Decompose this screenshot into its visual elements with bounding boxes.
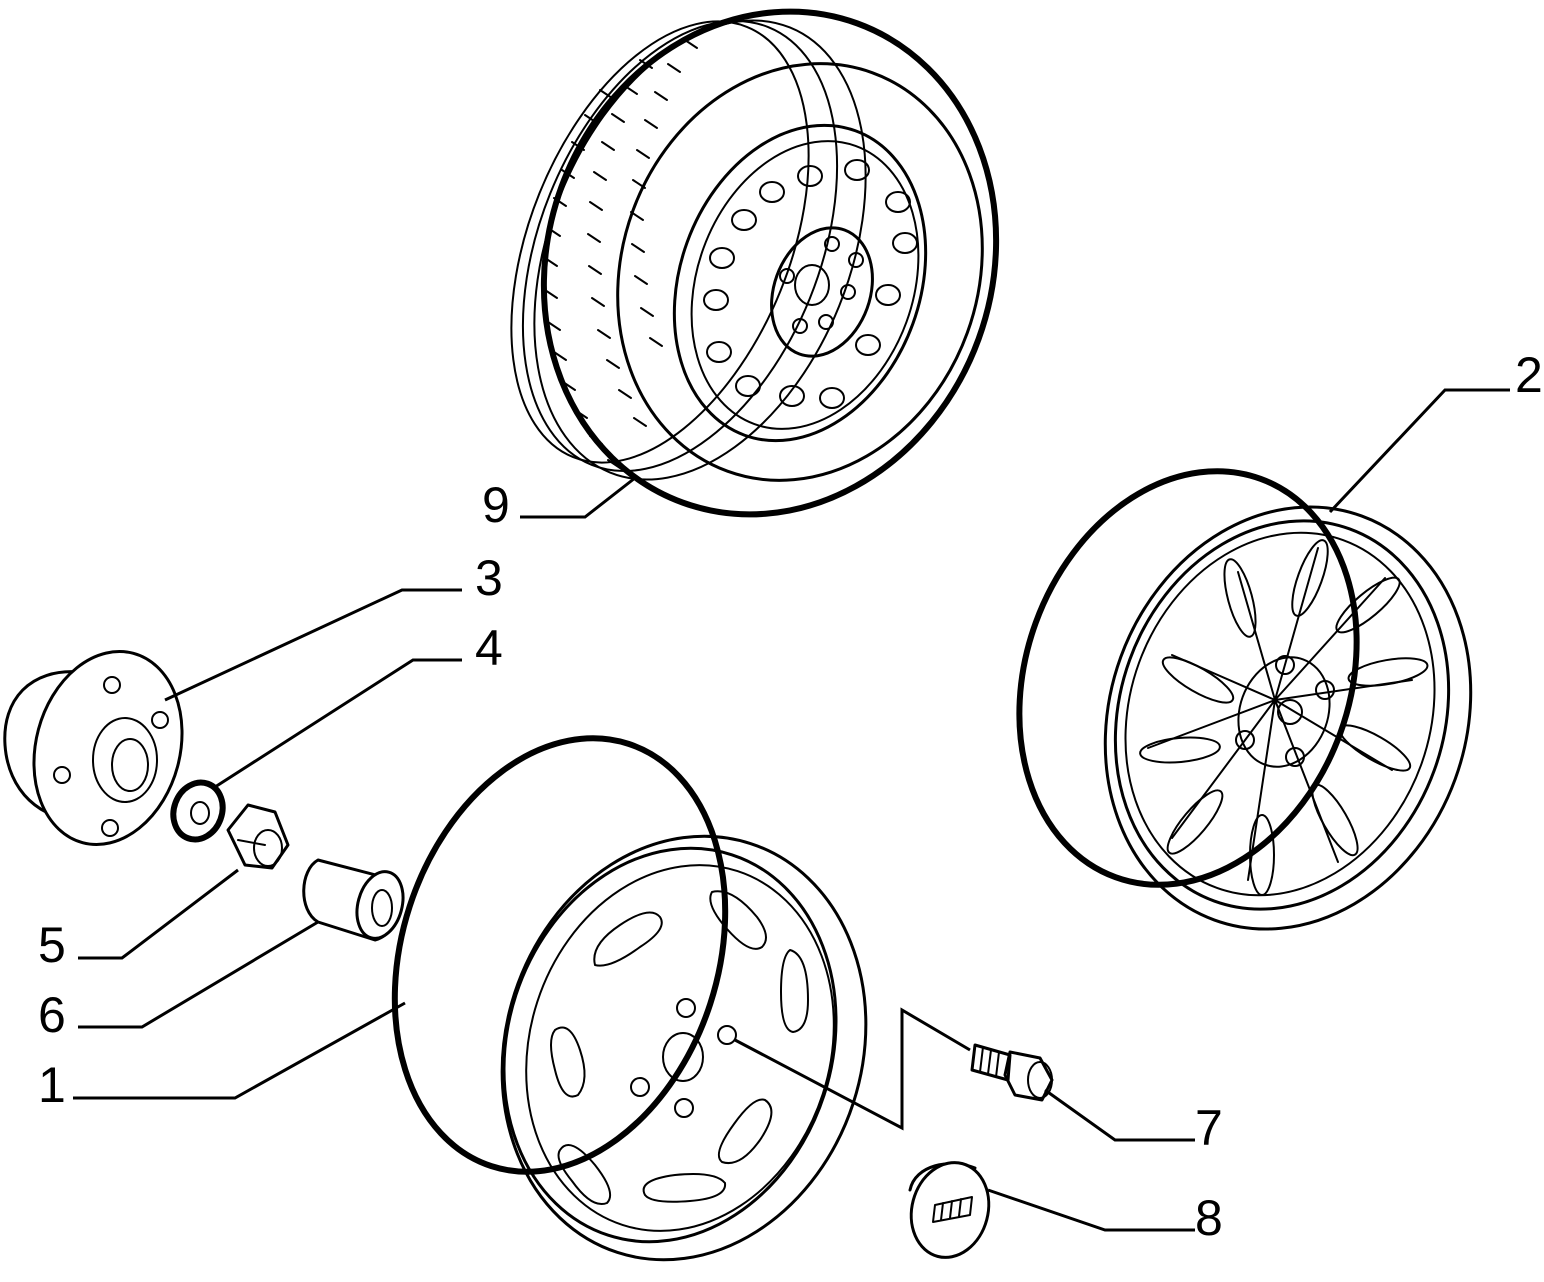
callout-3: 3: [475, 550, 503, 606]
part-7-wheel-bolt: [970, 1043, 1054, 1102]
callout-1: 1: [38, 1057, 66, 1113]
part-6-bolt-cap: [302, 858, 405, 942]
part-2-alloy-wheel: [1016, 468, 1473, 931]
callout-7: 7: [1195, 1100, 1223, 1156]
callout-5: 5: [38, 917, 66, 973]
part-3-hub: [3, 650, 184, 846]
callout-8: 8: [1195, 1190, 1223, 1246]
leader-lines: [73, 388, 1510, 1232]
part-9-tyre-wheel: [510, 8, 1000, 518]
callout-6: 6: [38, 987, 66, 1043]
callout-2: 2: [1515, 347, 1543, 403]
part-8-centre-cap: [908, 1161, 991, 1259]
callout-9: 9: [482, 477, 510, 533]
part-4-washer: [170, 779, 226, 843]
part-5-nut: [226, 803, 290, 870]
callout-4: 4: [475, 620, 503, 676]
part-1-alloy-wheel: [391, 735, 868, 1262]
